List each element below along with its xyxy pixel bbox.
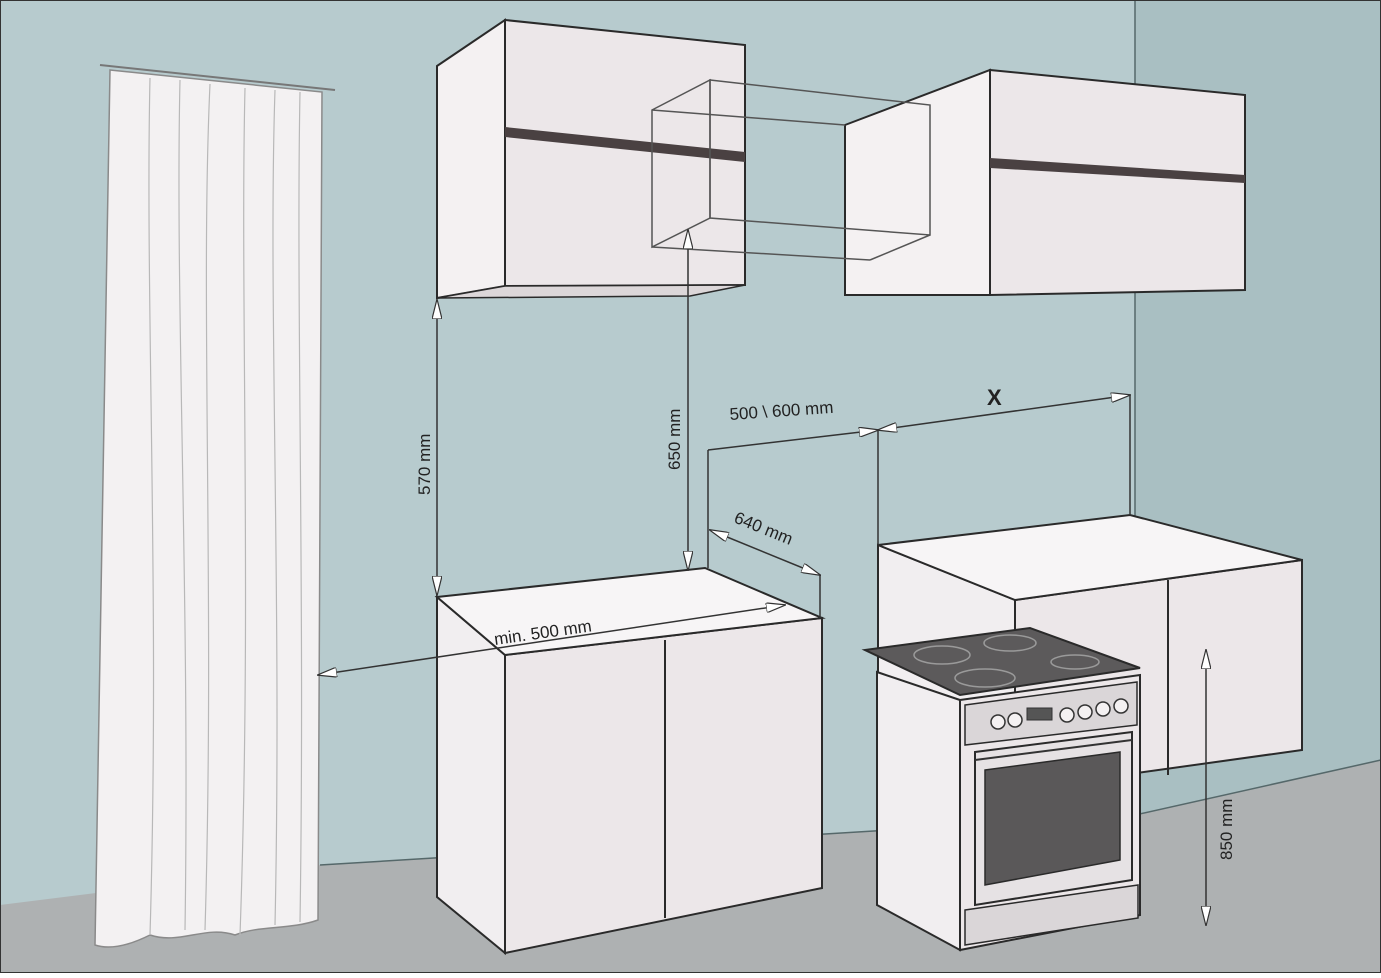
dimension-lines: [318, 230, 1206, 925]
curtain: [94, 64, 336, 948]
handle: [505, 127, 745, 162]
cooker: [861, 626, 1141, 952]
base-cabinet-left: [434, 566, 826, 956]
drawer: [964, 884, 1139, 946]
label-x: X: [987, 385, 1002, 410]
oven-window: [984, 751, 1121, 886]
handle: [990, 158, 1245, 183]
label-650: 650 mm: [665, 409, 684, 470]
upper-cabinet-left: [436, 18, 746, 300]
upper-cabinet-right: [844, 68, 1246, 297]
label-570: 570 mm: [415, 434, 434, 495]
hob-top: [861, 626, 1141, 697]
label-850: 850 mm: [1217, 799, 1236, 860]
